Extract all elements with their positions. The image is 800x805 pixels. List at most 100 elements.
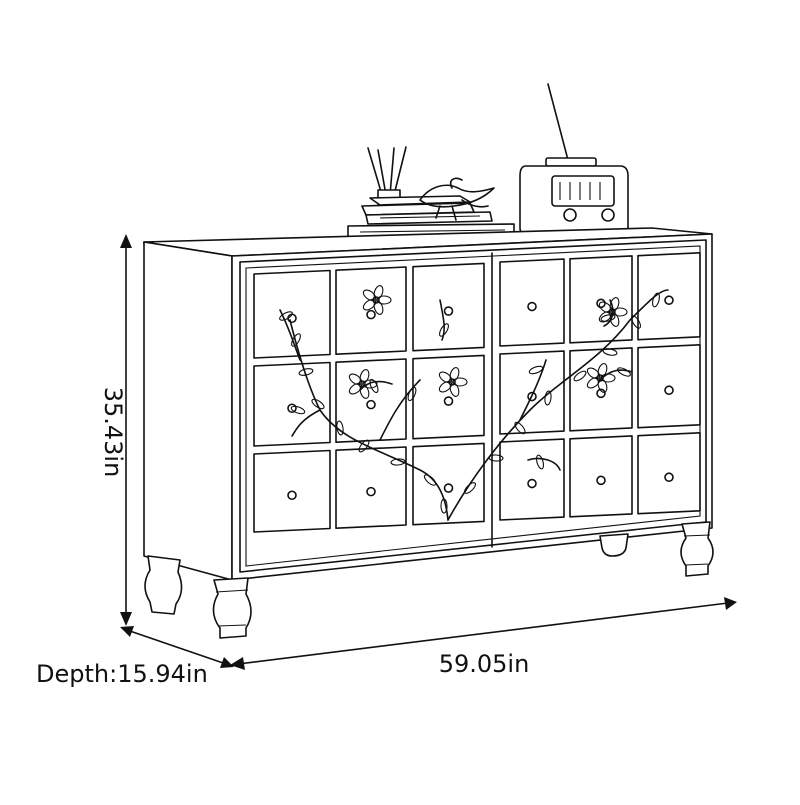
depth-dimension-line bbox=[120, 626, 234, 668]
drawer-front bbox=[569, 255, 633, 344]
vine-leaf bbox=[311, 398, 325, 410]
drawer-front bbox=[499, 350, 565, 435]
vine-branch bbox=[379, 379, 421, 441]
flower-petal bbox=[449, 382, 460, 397]
flower-petal bbox=[362, 379, 378, 389]
vine-leaf bbox=[528, 365, 544, 375]
width-dimension-line bbox=[230, 597, 737, 670]
flower-petal bbox=[359, 369, 370, 384]
height-dimension-line bbox=[120, 234, 132, 626]
vine-branch bbox=[519, 359, 547, 421]
floral-vine-painting bbox=[279, 285, 669, 521]
drawer-front bbox=[335, 446, 407, 530]
flower-petal bbox=[348, 373, 363, 386]
drawer-knob bbox=[596, 475, 606, 486]
flower-petal bbox=[598, 310, 613, 323]
drawer-knob bbox=[443, 483, 454, 493]
drawer-front bbox=[335, 358, 407, 444]
vine-leaf bbox=[652, 292, 660, 308]
flower-petal bbox=[598, 301, 613, 314]
vine-leaf bbox=[602, 348, 618, 356]
drawer-knob bbox=[596, 298, 606, 309]
drawer-knob bbox=[664, 472, 674, 483]
flower-petal bbox=[376, 295, 392, 305]
drawer-front bbox=[253, 449, 331, 533]
flower-petal bbox=[452, 377, 468, 387]
flower-petal bbox=[362, 289, 377, 302]
vine-leaf bbox=[279, 311, 293, 321]
vine-branch bbox=[289, 319, 449, 521]
drawer-knob bbox=[664, 295, 674, 306]
flower-petal bbox=[362, 298, 377, 311]
drawer-knob bbox=[287, 490, 297, 501]
depth-dimension-label: Depth:15.94in bbox=[36, 660, 208, 688]
drawer-front bbox=[253, 361, 331, 447]
drawer-front bbox=[499, 438, 565, 521]
flower-center bbox=[608, 308, 616, 316]
vine-leaf bbox=[336, 420, 344, 436]
flower-petal bbox=[438, 380, 453, 393]
drawer-knob bbox=[366, 399, 376, 410]
drawer-front bbox=[412, 354, 485, 440]
flower-petal bbox=[612, 307, 628, 317]
drawer-knob bbox=[527, 391, 537, 402]
vine-leaf bbox=[440, 498, 448, 514]
drawer-front bbox=[412, 442, 485, 526]
flower-center bbox=[358, 380, 366, 388]
vine-leaf bbox=[390, 458, 406, 466]
flower-center bbox=[448, 378, 456, 386]
vine-leaf bbox=[358, 439, 370, 453]
drawer-knob bbox=[664, 385, 674, 396]
height-dimension-label: 35.43in bbox=[99, 386, 127, 478]
vine-leaf bbox=[617, 367, 631, 377]
flower-petal bbox=[586, 376, 601, 389]
flower-center bbox=[372, 296, 380, 304]
dresser-side-panel bbox=[143, 241, 233, 581]
drawer-knob bbox=[443, 396, 454, 406]
flower-petal bbox=[609, 297, 620, 312]
drawer-knob bbox=[527, 301, 537, 312]
drawer-front bbox=[335, 266, 407, 356]
vine-leaf bbox=[439, 323, 449, 337]
flower-petal bbox=[438, 371, 453, 384]
flower-petal bbox=[600, 373, 616, 383]
dresser-front bbox=[231, 233, 713, 581]
vine-leaf bbox=[407, 386, 417, 402]
vine-leaf bbox=[488, 454, 504, 462]
flower-petal bbox=[359, 384, 370, 399]
vine-branch bbox=[291, 409, 321, 437]
middle-leg bbox=[599, 533, 629, 557]
flower-petal bbox=[597, 378, 608, 393]
vine-leaf bbox=[600, 314, 616, 322]
drawer-knob bbox=[366, 486, 376, 497]
vine-leaf bbox=[535, 454, 545, 470]
back-left-leg bbox=[144, 555, 183, 615]
drawer-knob bbox=[287, 403, 297, 414]
vine-branch bbox=[447, 289, 669, 521]
vintage-radio bbox=[519, 83, 629, 241]
flower-petal bbox=[609, 312, 620, 327]
drawer-knob bbox=[443, 306, 454, 316]
bird-figurine bbox=[419, 177, 495, 221]
vine-leaf bbox=[514, 421, 526, 435]
flower-petal bbox=[449, 367, 460, 382]
flower-petal bbox=[586, 367, 601, 380]
vine-leaf bbox=[423, 474, 437, 486]
vine-leaf bbox=[573, 370, 587, 382]
drawer-front bbox=[253, 269, 331, 359]
flower-center bbox=[596, 374, 604, 382]
drawer-knob bbox=[366, 309, 376, 320]
front-right-leg bbox=[680, 521, 714, 577]
vine-branch bbox=[527, 457, 561, 471]
flower-petal bbox=[348, 382, 363, 395]
vine-branch bbox=[439, 299, 445, 341]
flower-petal bbox=[373, 285, 384, 300]
vine-leaf bbox=[464, 482, 476, 494]
width-dimension-label: 59.05in bbox=[438, 650, 530, 678]
flower-petal bbox=[373, 300, 384, 315]
front-left-leg bbox=[212, 577, 252, 639]
drawer-knob bbox=[527, 478, 537, 489]
drawer-front bbox=[569, 435, 633, 518]
